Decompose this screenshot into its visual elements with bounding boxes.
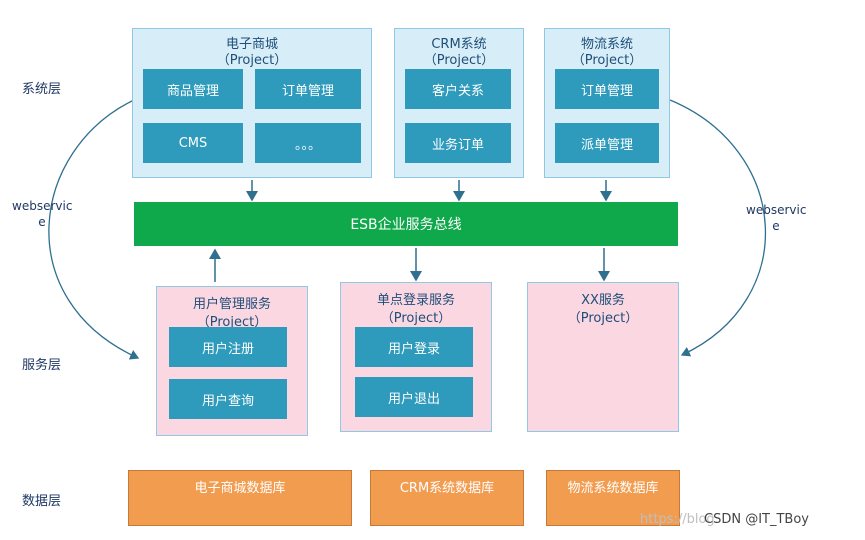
db-box-ecommerce: 电子商城数据库 bbox=[128, 470, 352, 526]
service-box-title: 用户管理服务 bbox=[192, 297, 271, 312]
service-box-xx: XX服务 （Project） bbox=[527, 282, 679, 432]
webservice-curve-left bbox=[48, 99, 140, 360]
system-box-subtitle: （Project） bbox=[571, 53, 643, 68]
system-box-crm: CRM系统 （Project） 客户关系 业务订单 bbox=[394, 28, 524, 178]
module-user-logout: 用户退出 bbox=[355, 377, 473, 417]
watermark-text: https://blog. bbox=[640, 512, 719, 527]
system-box-subtitle: （Project） bbox=[216, 53, 288, 68]
service-box-subtitle: （Project） bbox=[380, 311, 452, 326]
module-business-order: 业务订单 bbox=[405, 123, 511, 163]
db-box-crm: CRM系统数据库 bbox=[370, 470, 524, 526]
module-user-register: 用户注册 bbox=[169, 327, 287, 367]
module-customer-relations: 客户关系 bbox=[405, 69, 511, 109]
service-box-user-management: 用户管理服务 （Project） 用户注册 用户查询 bbox=[156, 286, 308, 436]
service-box-title: 单点登录服务 bbox=[376, 293, 455, 308]
module-order-management: 订单管理 bbox=[255, 69, 361, 109]
webservice-curve-right bbox=[669, 99, 767, 357]
service-box-title: XX服务 bbox=[581, 293, 625, 308]
layer-label-system: 系统层 bbox=[22, 82, 62, 97]
module-cms: CMS bbox=[143, 123, 243, 163]
module-product-management: 商品管理 bbox=[143, 69, 243, 109]
esb-bus: ESB企业服务总线 bbox=[134, 202, 678, 246]
module-dispatch-management: 派单管理 bbox=[555, 123, 659, 163]
webservice-label-left: webservic e bbox=[12, 199, 73, 229]
layer-label-service: 服务层 bbox=[22, 358, 62, 373]
db-box-title: CRM系统数据库 bbox=[399, 481, 495, 496]
module-user-query: 用户查询 bbox=[169, 379, 287, 419]
system-box-title: 电子商城 bbox=[225, 37, 278, 52]
db-box-logistics: 物流系统数据库 bbox=[546, 470, 680, 526]
db-box-title: 电子商城数据库 bbox=[194, 481, 286, 496]
module-more: 。。。 bbox=[255, 123, 361, 163]
module-order-management: 订单管理 bbox=[555, 69, 659, 109]
service-box-subtitle: （Project） bbox=[196, 315, 268, 330]
system-box-subtitle: （Project） bbox=[423, 53, 495, 68]
system-box-logistics: 物流系统 （Project） 订单管理 派单管理 bbox=[544, 28, 670, 178]
layer-label-data: 数据层 bbox=[22, 494, 62, 509]
service-box-subtitle: （Project） bbox=[567, 311, 639, 326]
system-box-ecommerce: 电子商城 （Project） 商品管理 订单管理 CMS 。。。 bbox=[132, 28, 372, 178]
db-box-title: 物流系统数据库 bbox=[567, 481, 659, 496]
service-box-sso: 单点登录服务 （Project） 用户登录 用户退出 bbox=[340, 282, 492, 432]
module-user-login: 用户登录 bbox=[355, 327, 473, 367]
system-box-title: CRM系统 bbox=[431, 37, 487, 52]
system-box-title: 物流系统 bbox=[580, 37, 633, 52]
webservice-label-right: webservic e bbox=[746, 203, 807, 233]
credit-text: CSDN @IT_TBoy bbox=[704, 512, 809, 527]
